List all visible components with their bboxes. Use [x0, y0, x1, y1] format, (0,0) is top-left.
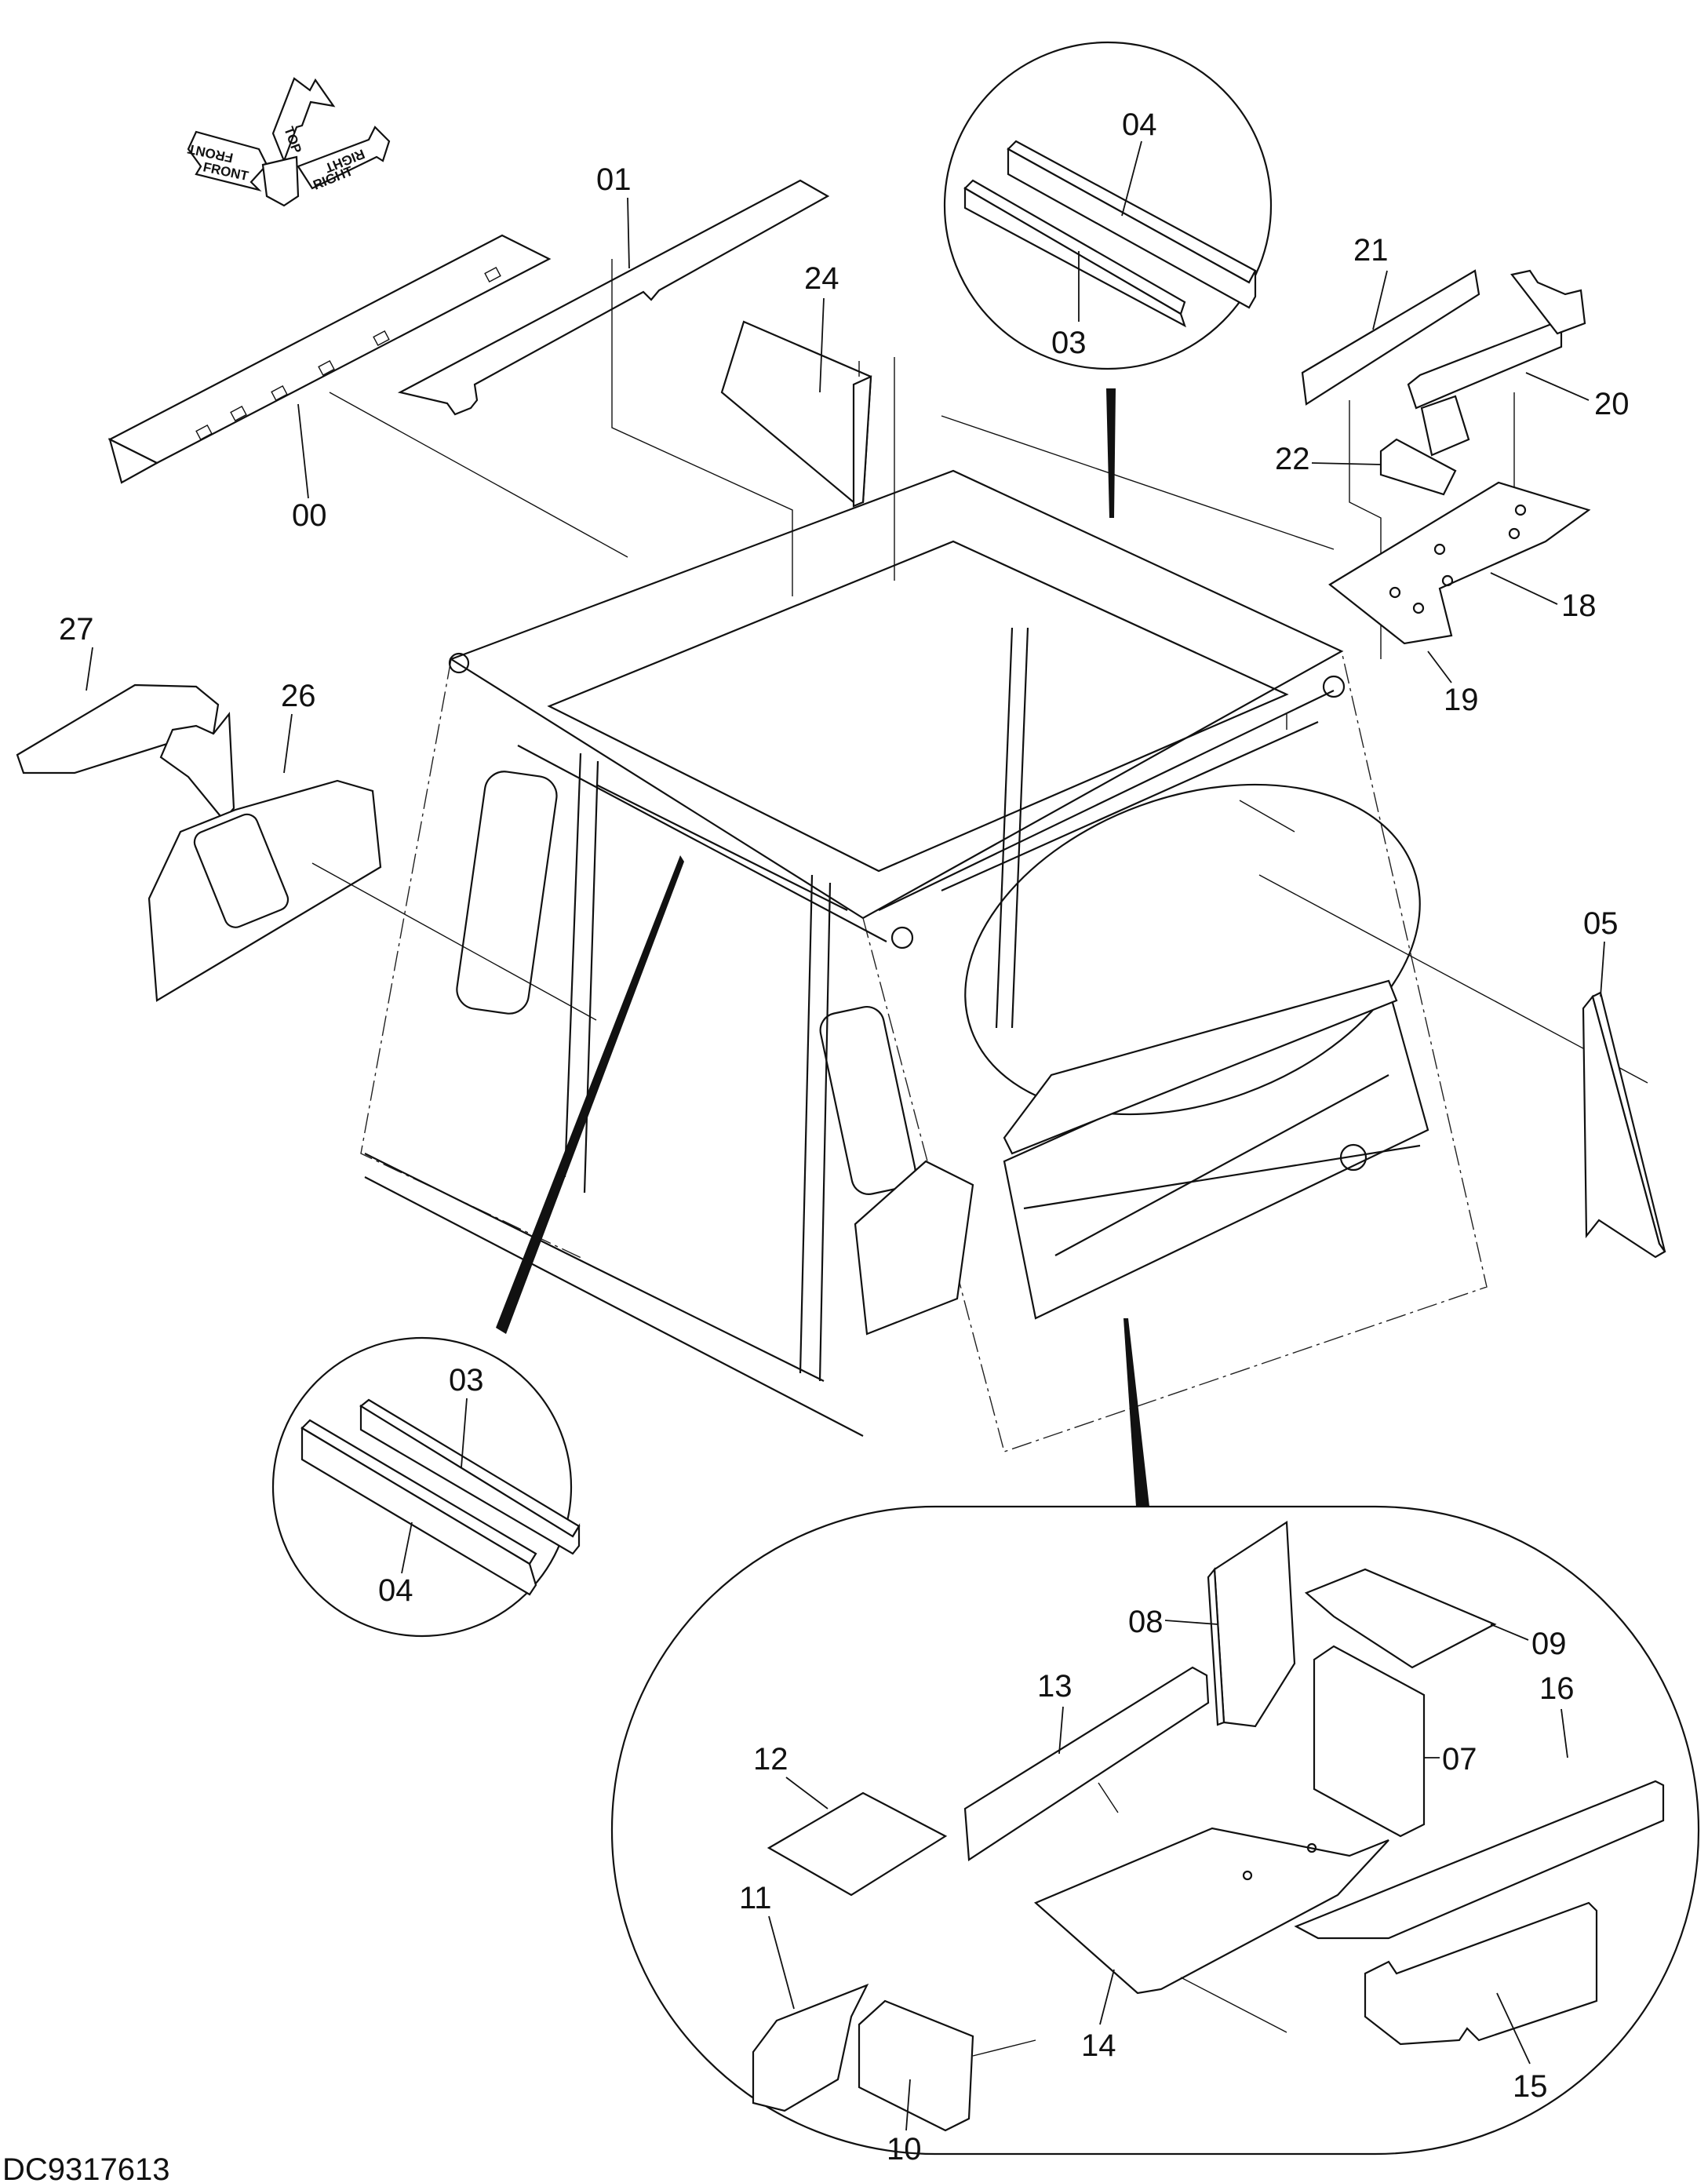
part-20-bracket	[1407, 269, 1586, 457]
part-09	[1304, 1568, 1497, 1669]
part-14	[1033, 1827, 1389, 1995]
label-leaders	[86, 140, 1605, 2131]
label-18: 18	[1561, 589, 1597, 623]
label-26: 26	[281, 679, 316, 713]
part-07	[1313, 1645, 1426, 1838]
part-18-plate	[1328, 481, 1591, 645]
label-14: 14	[1081, 2028, 1116, 2063]
label-00: 00	[292, 498, 327, 533]
detail-circle-top	[943, 41, 1273, 370]
part-00-roof-rail	[107, 234, 552, 484]
label-27: 27	[59, 612, 94, 647]
part-15	[1364, 1901, 1598, 2046]
label-21: 21	[1353, 233, 1389, 268]
part-11	[752, 1983, 869, 2112]
label-01: 01	[596, 162, 632, 197]
part-08	[1207, 1521, 1296, 1728]
part-21-bar	[1301, 269, 1480, 406]
label-08: 08	[1128, 1605, 1164, 1639]
part-05-gusset	[1582, 991, 1666, 1259]
label-20: 20	[1594, 387, 1630, 421]
detail-floor-parts	[610, 1505, 1700, 2156]
part-12	[767, 1791, 948, 1897]
label-24: 24	[804, 261, 839, 296]
label-07: 07	[1442, 1742, 1477, 1777]
label-22: 22	[1275, 442, 1310, 476]
cab-frame	[360, 469, 1488, 1452]
part-26-side-panel	[147, 779, 382, 1002]
part-16	[1294, 1780, 1665, 1940]
label-16: 16	[1539, 1671, 1575, 1706]
label-03-top: 03	[1051, 326, 1087, 360]
part-labels: 00 01 24 04 03 21 20 22 18 19 27 26 05 0…	[2, 108, 1630, 2183]
assembly-lines	[311, 259, 1648, 1084]
orientation-symbol: FRONT FRONT TOP RIGHT RIGHT	[186, 77, 391, 207]
label-15: 15	[1513, 2069, 1548, 2104]
label-19: 19	[1444, 683, 1479, 717]
part-10	[858, 1999, 974, 2132]
label-13: 13	[1037, 1669, 1073, 1704]
part-13	[963, 1666, 1210, 1861]
detail-circle-bottom	[271, 1336, 581, 1638]
label-09: 09	[1531, 1627, 1567, 1661]
label-11: 11	[739, 1881, 772, 1915]
part-22-block	[1379, 438, 1457, 496]
part-01-strip	[397, 179, 830, 416]
drawing-number: DC9317613	[2, 2152, 170, 2183]
label-12: 12	[753, 1742, 788, 1777]
label-10: 10	[887, 2132, 922, 2167]
part-27-angle-bracket	[16, 683, 235, 822]
label-04-bottom: 04	[378, 1573, 413, 1608]
part-24-panel	[720, 320, 872, 508]
detail-leaders	[496, 388, 1149, 1507]
label-03-bottom: 03	[449, 1363, 484, 1398]
label-04-top: 04	[1122, 108, 1157, 142]
label-05: 05	[1583, 906, 1619, 941]
